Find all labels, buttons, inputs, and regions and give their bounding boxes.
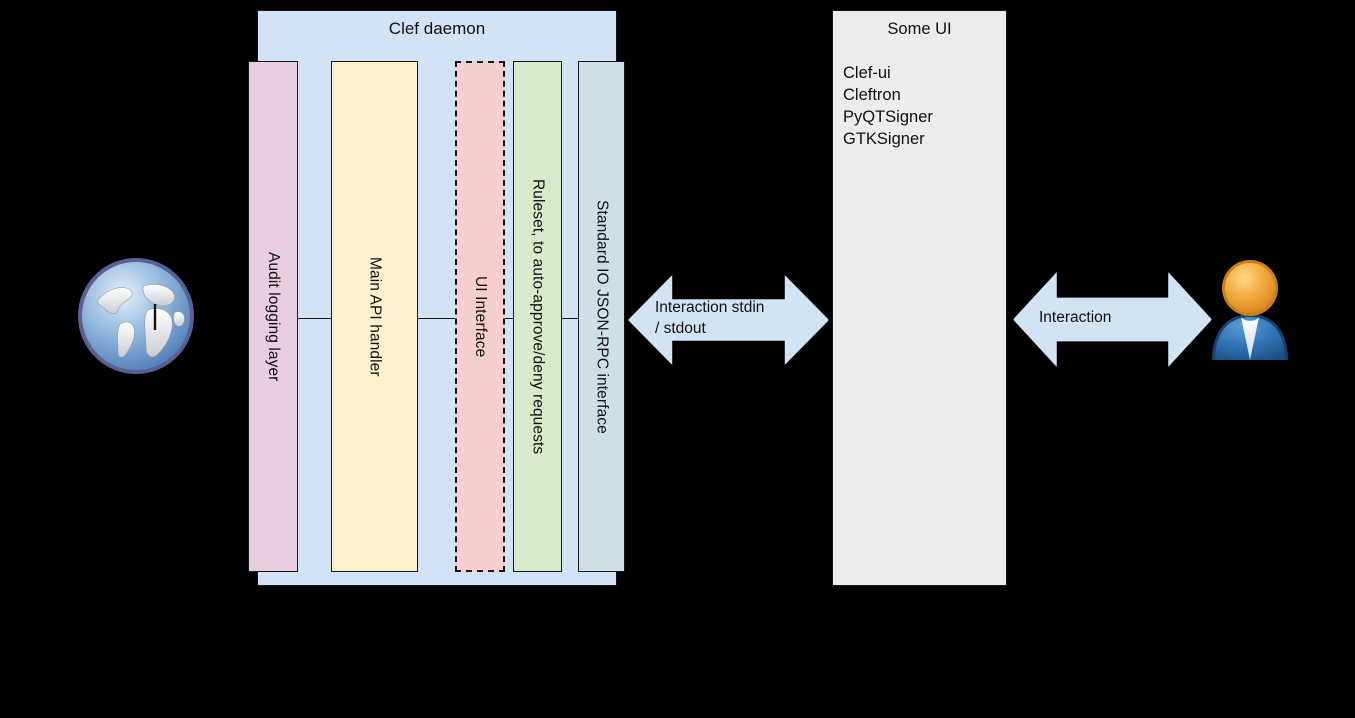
layer-standard-io-jsonrpc-label: Standard IO JSON-RPC interface: [593, 199, 611, 434]
layer-ruleset: Ruleset, to auto-approve/deny requests: [513, 61, 562, 572]
some-ui-container: [832, 10, 1007, 586]
interaction-arrow-label: Interaction: [1039, 307, 1209, 328]
layer-main-api-handler: Main API handler: [331, 61, 418, 572]
list-item: PyQTSigner: [843, 108, 933, 126]
layer-ruleset-label: Ruleset, to auto-approve/deny requests: [529, 178, 547, 455]
layer-audit-logging-label: Audit logging layer: [264, 251, 282, 382]
clef-daemon-container: [257, 10, 617, 586]
layer-main-api-handler-label: Main API handler: [366, 256, 384, 377]
stdio-arrow-label-line1: Interaction stdin: [655, 299, 765, 316]
connector-audit-api: [298, 318, 331, 319]
connector-api-ui: [418, 318, 455, 319]
list-item: GTKSigner: [843, 130, 925, 148]
some-ui-list: Clef-ui Cleftron PyQTSigner GTKSigner: [843, 62, 1003, 150]
layer-ui-interface: UI Interface: [455, 61, 505, 572]
clef-daemon-title: Clef daemon: [388, 19, 486, 38]
connector-ui-ruleset: [505, 318, 513, 319]
globe-icon: [74, 254, 198, 378]
layer-audit-logging: Audit logging layer: [248, 61, 298, 572]
list-item: Clef-ui: [843, 64, 891, 82]
some-ui-title: Some UI: [887, 20, 952, 38]
layer-ui-interface-label: UI Interface: [471, 275, 489, 358]
connector-ruleset-stdio: [562, 318, 578, 319]
stdio-arrow-label-line2: / stdout: [655, 320, 706, 337]
interaction-arrow-label-line1: Interaction: [1039, 309, 1112, 326]
list-item: Cleftron: [843, 86, 901, 104]
stdio-arrow-label: Interaction stdin / stdout: [655, 297, 825, 339]
user-icon: [1206, 256, 1294, 360]
layer-standard-io-jsonrpc: Standard IO JSON-RPC interface: [578, 61, 625, 572]
